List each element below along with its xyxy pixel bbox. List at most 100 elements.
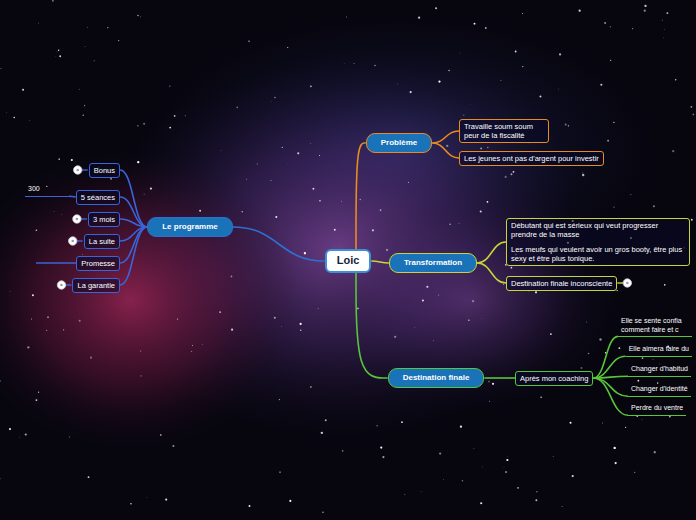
underline-topic: Changer d'identité [628, 385, 691, 396]
star [219, 311, 221, 313]
branch-line [477, 263, 506, 283]
star [644, 10, 646, 12]
star [449, 223, 451, 225]
indicator-stem [77, 240, 83, 241]
branch-line [432, 143, 459, 158]
star [630, 194, 631, 195]
star [137, 125, 138, 126]
star [342, 450, 344, 452]
star [420, 491, 422, 493]
underline-topic: Perdre du ventre [628, 404, 686, 415]
nebula [0, 150, 300, 450]
star [84, 105, 85, 106]
collapse-indicator-dot [71, 240, 74, 243]
star [404, 494, 405, 495]
star [481, 466, 483, 468]
star [438, 80, 440, 82]
star [191, 351, 192, 352]
star [515, 51, 517, 53]
star [236, 106, 238, 108]
main-topic: Problème [366, 133, 432, 153]
star [644, 5, 646, 7]
star [304, 252, 306, 254]
star [169, 85, 170, 86]
star [601, 422, 603, 424]
star [140, 350, 141, 351]
star [321, 432, 323, 434]
star [414, 327, 416, 329]
star [319, 200, 321, 202]
node-text: Changer d'identité [631, 385, 688, 393]
main-topic: Transformation [389, 253, 477, 273]
star [618, 347, 620, 349]
branch-line [593, 376, 628, 378]
star [613, 447, 615, 449]
star [426, 286, 428, 288]
star [489, 401, 490, 402]
collapse-indicator [623, 279, 631, 287]
star [346, 16, 348, 18]
star [31, 318, 32, 319]
star [82, 254, 84, 256]
star [36, 229, 38, 231]
star [287, 47, 288, 48]
star [274, 97, 276, 99]
star [58, 158, 60, 160]
star [22, 89, 24, 91]
star [88, 476, 90, 478]
star [528, 291, 530, 293]
subtopic-box: La suite [84, 234, 120, 249]
star [275, 216, 277, 218]
star [58, 50, 59, 51]
star [480, 210, 482, 212]
star [396, 83, 398, 85]
star [565, 123, 567, 125]
star [9, 290, 11, 292]
star [540, 397, 541, 398]
star [25, 433, 27, 435]
star [535, 499, 537, 501]
star [380, 446, 382, 448]
star [634, 472, 635, 473]
branch-line [120, 227, 147, 285]
collapse-indicator [57, 281, 65, 289]
star [143, 123, 145, 125]
star [257, 163, 258, 164]
star [652, 359, 654, 361]
star [500, 79, 502, 81]
star [310, 142, 312, 144]
star [37, 22, 39, 24]
star [582, 174, 584, 176]
indicator-stem [82, 169, 88, 170]
star [481, 317, 483, 319]
star [503, 284, 504, 285]
star [637, 380, 639, 382]
star [458, 222, 460, 224]
star [433, 340, 435, 342]
star [172, 445, 174, 447]
main-topic: Destination finale [388, 368, 485, 388]
star [184, 115, 186, 117]
star [5, 111, 7, 113]
node-text: Perdre du ventre [631, 404, 683, 412]
star [487, 147, 488, 148]
star [53, 211, 55, 213]
star [470, 104, 472, 106]
star [572, 475, 574, 477]
node-text: Promesse [81, 259, 115, 268]
star [310, 85, 312, 87]
star [270, 180, 271, 181]
star [552, 455, 554, 457]
star [468, 320, 469, 321]
node-text: Les jeunes ont pas d'argent pour investi… [464, 154, 599, 163]
star [692, 114, 694, 116]
star [568, 125, 569, 126]
star [274, 317, 276, 319]
subtopic-box: La garantie [72, 278, 120, 293]
star [143, 193, 145, 195]
star [480, 502, 482, 504]
collapse-indicator-dot [76, 218, 79, 221]
star [535, 291, 537, 293]
